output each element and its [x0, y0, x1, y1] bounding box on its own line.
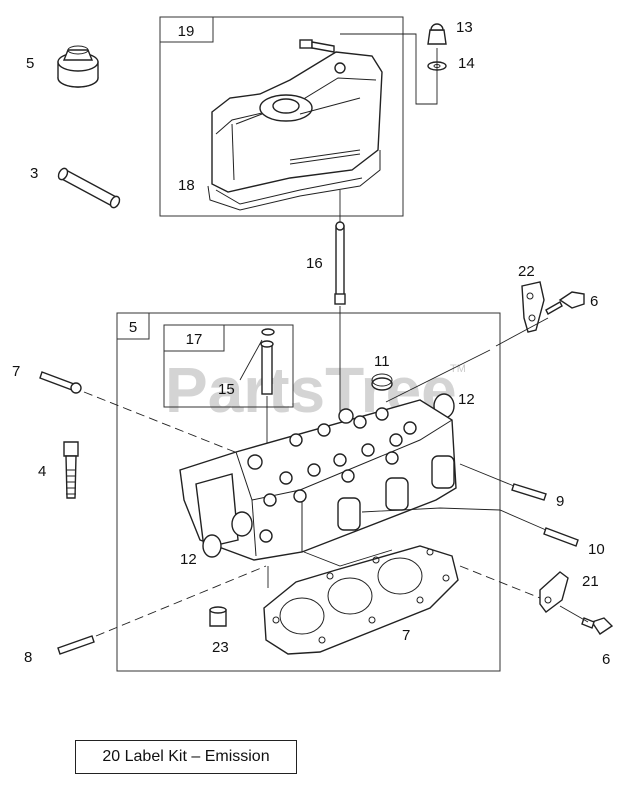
- callout-12-left: 12: [180, 551, 197, 568]
- group-box-17-label: 17: [186, 331, 203, 348]
- cylinder-head-part: [179, 399, 457, 561]
- bolt-bottom-part: [581, 617, 614, 635]
- leader-gasket: [303, 549, 393, 567]
- callout-18: 18: [178, 177, 195, 194]
- leader-bolt-6-bottom: [559, 605, 589, 623]
- callout-10: 10: [588, 541, 605, 558]
- callout-4: 4: [38, 463, 46, 480]
- head-bolt-part: [63, 441, 79, 499]
- callout-14: 14: [458, 55, 475, 72]
- group-box-5-label: 5: [129, 319, 137, 336]
- acorn-nut-part: [427, 23, 447, 45]
- callout-13: 13: [456, 19, 473, 36]
- stud-bottom-part: [57, 635, 95, 655]
- stud-10-part: [543, 527, 579, 547]
- group-box-17: 17: [163, 324, 294, 408]
- valve-cover-part: [207, 39, 383, 211]
- callout-6-top: 6: [590, 293, 598, 310]
- callout-16: 16: [306, 255, 323, 272]
- leader-13-14: [340, 33, 438, 105]
- group-box-19-label: 19: [178, 23, 195, 40]
- plug-12-left-part: [202, 534, 222, 558]
- bracket-top-part: [521, 281, 545, 333]
- oil-cap-part: [57, 45, 99, 88]
- valve-part: [260, 328, 275, 395]
- stud-9-part: [511, 483, 547, 501]
- leader-stud-8: [95, 565, 267, 637]
- callout-12-right: 12: [458, 391, 475, 408]
- callout-7-stud: 7: [12, 363, 20, 380]
- callout-3: 3: [30, 165, 38, 182]
- bolt-top-part: [545, 291, 585, 315]
- callout-22: 22: [518, 263, 535, 280]
- leader-15: [239, 339, 263, 381]
- leader-stud-10: [361, 507, 547, 531]
- callout-6-bottom: 6: [602, 651, 610, 668]
- callout-11: 11: [374, 353, 390, 370]
- tube-part: [57, 167, 121, 209]
- leader-bolt-6-top: [495, 317, 549, 347]
- leader-stud-9: [459, 463, 515, 487]
- head-gasket-part: [263, 545, 459, 655]
- callout-15: 15: [218, 381, 235, 398]
- callout-7-gasket: 7: [402, 627, 410, 644]
- callout-9: 9: [556, 493, 564, 510]
- watermark-tm: TM: [450, 363, 466, 375]
- plug-11-part: [371, 373, 393, 391]
- label-kit-box: 20 Label Kit – Emission: [75, 740, 297, 774]
- pushrod-part: [334, 221, 346, 305]
- callout-5-cap: 5: [26, 55, 34, 72]
- group-box-19: 19: [159, 16, 404, 217]
- callout-23: 23: [212, 639, 229, 656]
- group-box-5: 5: [116, 312, 501, 672]
- bracket-21-part: [539, 571, 569, 613]
- callout-21: 21: [582, 573, 599, 590]
- leader-bracket-22: [385, 349, 491, 403]
- leader-bracket-21: [459, 565, 541, 599]
- callout-8: 8: [24, 649, 32, 666]
- plug-23-part: [209, 606, 227, 627]
- stud-left-part: [39, 371, 82, 394]
